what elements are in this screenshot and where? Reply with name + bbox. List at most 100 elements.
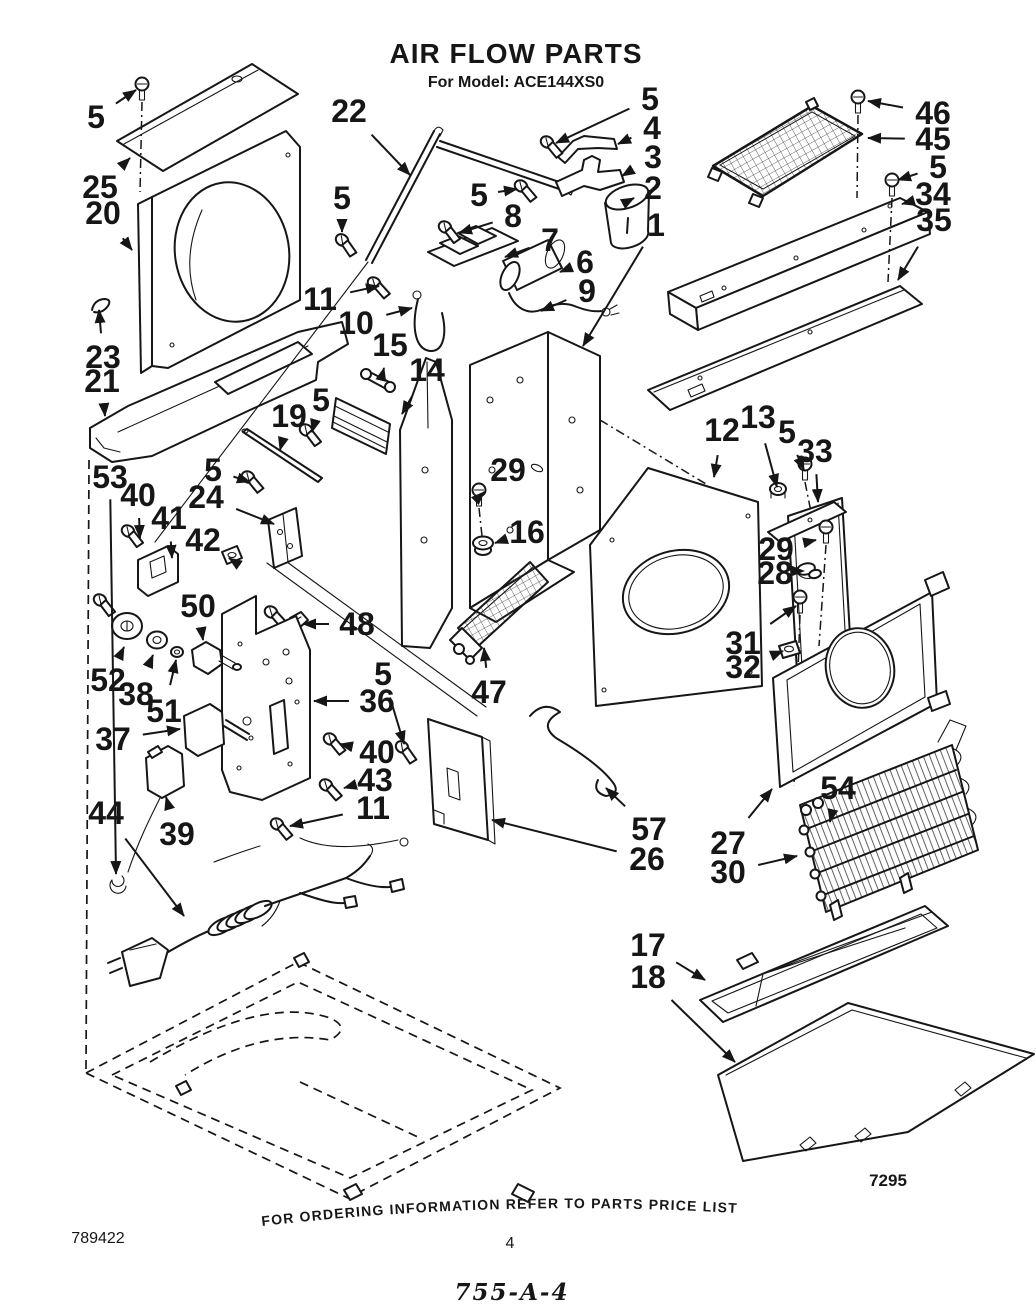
callout-leader-42 [228,557,243,570]
callout-22: 22 [331,93,367,129]
callout-leader-47 [479,647,491,668]
callout-45: 45 [915,121,951,157]
doc-number: 789422 [71,1230,124,1247]
wire-10 [412,290,446,353]
callout-5: 5 [312,382,330,418]
callout-leader-3 [621,164,636,177]
shelf-34 [667,197,931,331]
panel-35 [647,285,923,411]
screw-46 [850,89,866,199]
callout-leader-33 [811,474,823,503]
callout-51: 51 [146,693,182,729]
callout-leader-37 [142,725,181,737]
capacitor-2 [604,183,650,250]
callout-5: 5 [470,177,488,213]
callout-leader-25 [116,157,131,171]
model-subtitle: For Model: ACE144XS0 [428,74,604,91]
callout-leader-40 [339,741,354,753]
panel-12 [589,467,763,707]
callout-leader-39 [164,796,175,812]
callout-16: 16 [509,514,545,550]
callout-12: 12 [704,412,740,448]
callout-leader-5 [233,472,251,484]
clip-28 [796,562,822,580]
callout-52: 52 [90,662,126,698]
control-bracket-36 [221,595,311,801]
bracket-3 [555,155,625,197]
callout-17: 17 [630,927,666,963]
page-title: AIR FLOW PARTS [389,38,642,69]
callout-7: 7 [541,222,559,258]
grille-47 [449,561,549,665]
callout-3: 3 [644,139,662,175]
callout-26: 26 [629,841,665,877]
base-pan-outline [84,952,562,1203]
callout-48: 48 [339,606,375,642]
callout-32: 32 [725,649,761,685]
callout-10: 10 [338,305,374,341]
callout-leader-2 [619,197,635,209]
callout-40: 40 [359,734,395,770]
cylinder-6 [499,239,566,292]
callout-11: 11 [356,790,390,826]
callout-leader-44 [124,837,185,917]
callout-38: 38 [118,676,154,712]
callout-5: 5 [641,81,659,117]
callout-leader-8 [458,221,494,235]
callout-50: 50 [180,588,216,624]
callout-33: 33 [797,433,833,469]
sensor-wire [213,837,409,863]
callout-leader-54 [827,808,839,823]
callout-47: 47 [471,674,507,710]
base-rail-21 [89,321,349,463]
callout-leader-5 [793,454,805,471]
callout-leader-23 [94,309,106,334]
callout-leader-51 [167,659,179,686]
shroud-frame-27 [772,571,951,788]
callout-11: 11 [303,281,337,317]
shaft-50 [191,641,242,675]
callout-35: 35 [916,202,952,238]
callout-13: 13 [740,399,776,435]
bracket-4 [557,135,618,164]
channel-bracket [331,397,391,455]
callout-leader-53 [109,499,122,875]
callout-leader-35 [897,246,919,281]
callout-39: 39 [159,816,195,852]
ring-51 [170,646,184,658]
grommet-16 [472,535,494,556]
callout-leader-5 [389,697,406,745]
callout-leader-21 [98,402,110,417]
callout-9: 9 [578,273,596,309]
callout-43: 43 [357,762,393,798]
callout-leader-1 [582,246,644,347]
callout-31: 31 [725,625,761,661]
callout-leader-30 [757,853,798,866]
callout-leader-24 [235,507,275,525]
callout-2: 2 [644,170,662,206]
screw-5-f [797,456,813,518]
chassis-edges [85,419,707,1071]
spring-wire-57 [529,705,617,797]
callout-29: 29 [758,531,794,567]
callout-25: 25 [82,169,118,205]
knob-52 [111,612,143,640]
callout-15: 15 [372,327,408,363]
callout-5: 5 [204,452,222,488]
screw-5-top-left [134,76,150,193]
callout-leader-12 [710,454,722,478]
callout-leader-9 [540,299,567,312]
callout-42: 42 [185,522,221,558]
callout-5: 5 [333,180,351,216]
callout-leader-5 [115,89,137,105]
rod-19 [241,428,323,483]
callout-34: 34 [915,176,951,212]
callout-leader-38 [142,654,154,670]
callout-leader-31 [769,605,797,625]
callout-53: 53 [92,459,128,495]
callout-leader-52 [113,646,125,662]
callout-5: 5 [87,99,105,135]
callout-leader-10 [386,306,413,317]
